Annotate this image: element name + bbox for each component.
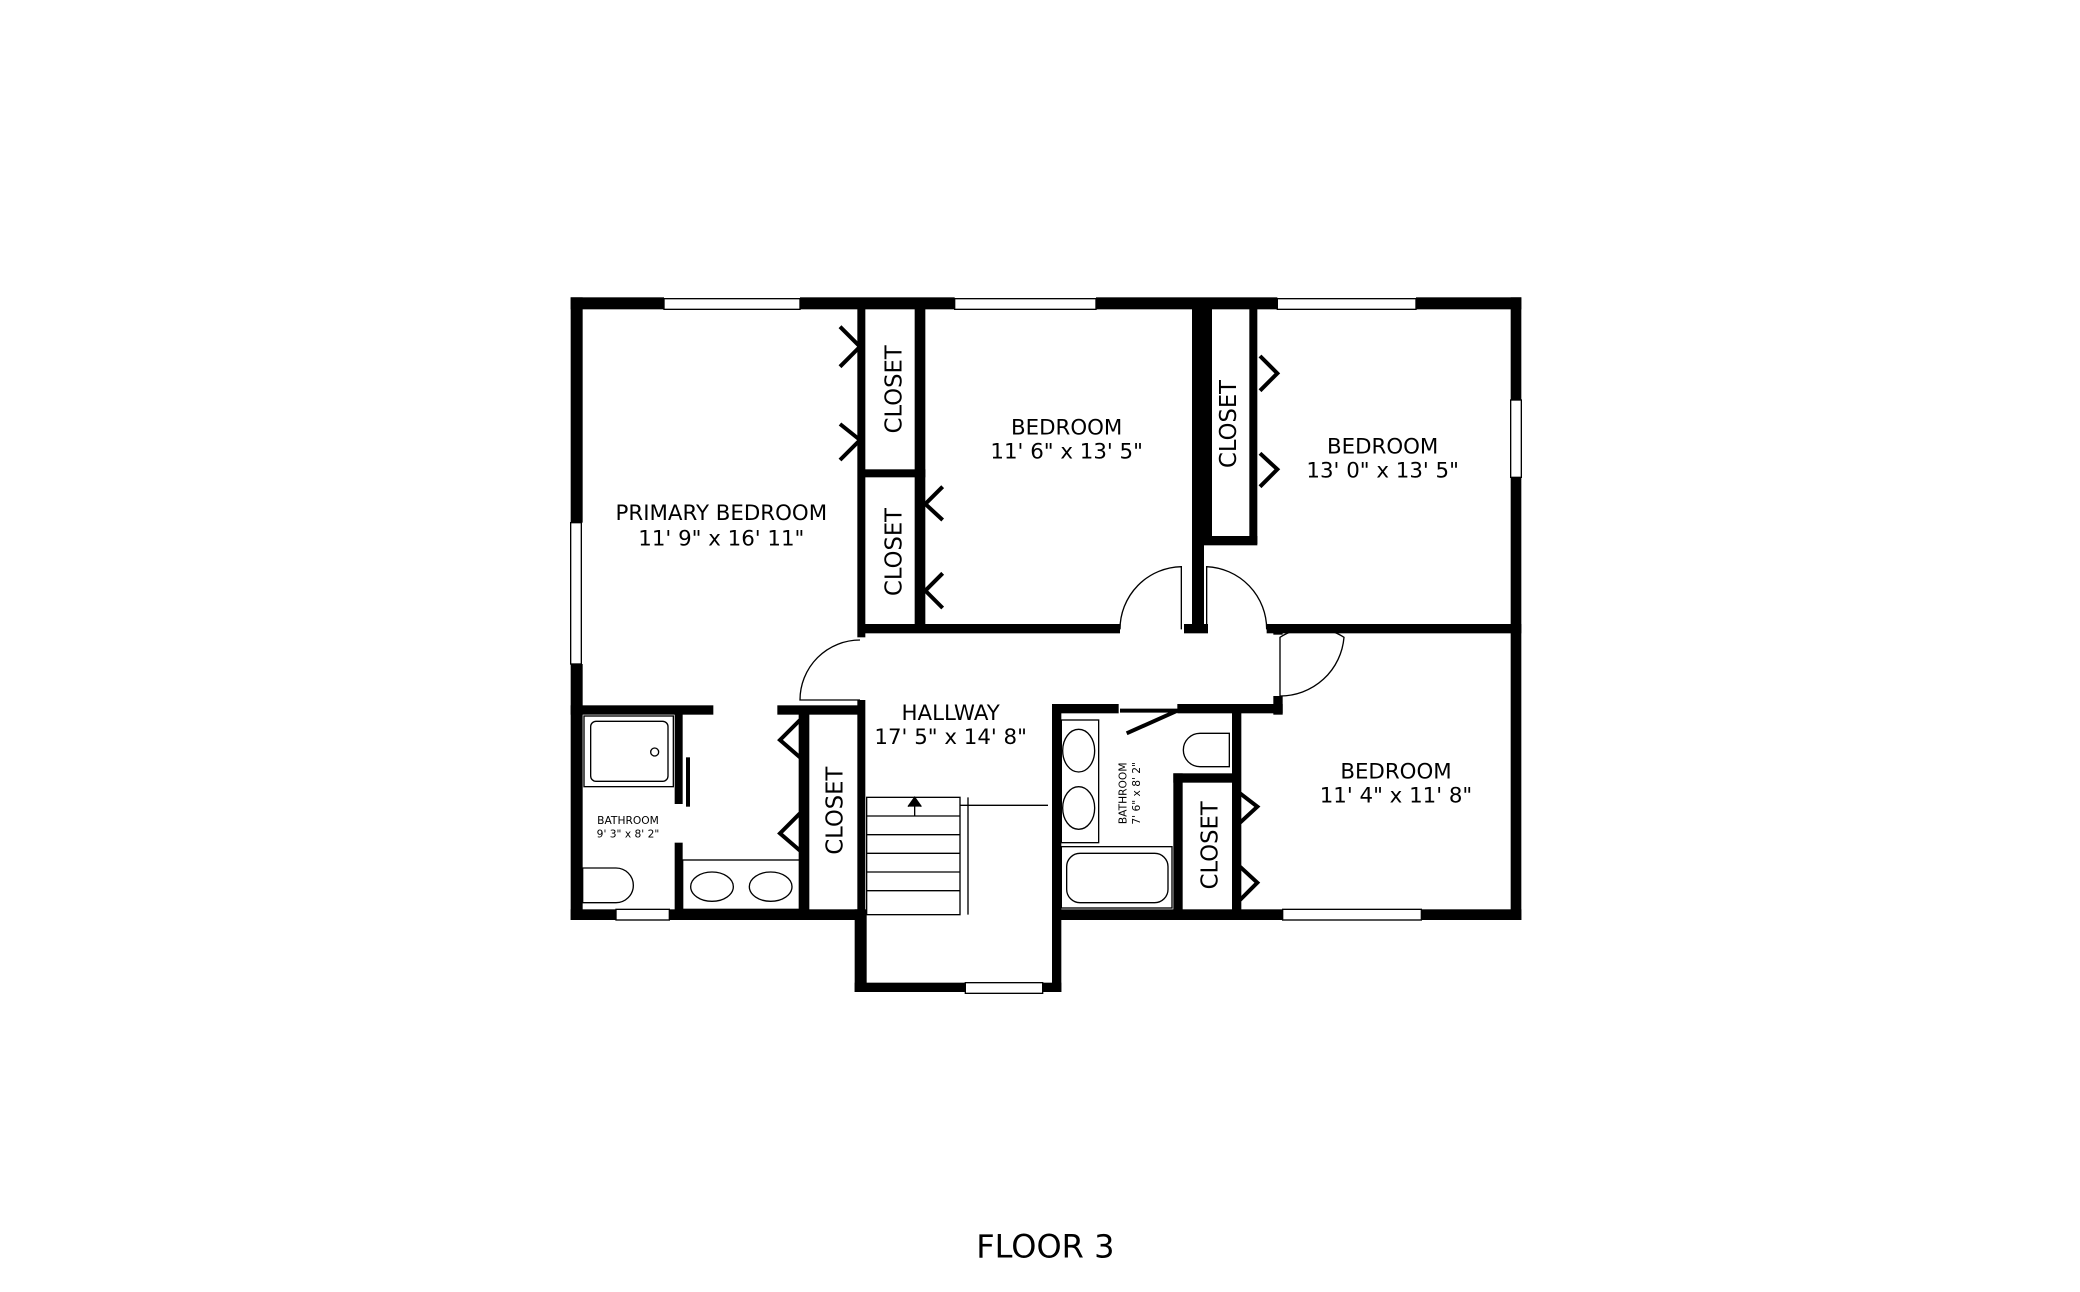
room-size-bathroom-1: 9' 3" x 8' 2": [597, 827, 660, 840]
closet-label: CLOSET: [1216, 380, 1242, 468]
windows: [570, 298, 1522, 994]
room-name-bathroom-2: BATHROOM: [1117, 762, 1130, 824]
room-name-hallway: HALLWAY: [902, 701, 1001, 726]
room-size-bedroom-1: 11' 6" x 13' 5": [990, 440, 1143, 465]
room-name-bedroom-1: BEDROOM: [1011, 416, 1122, 441]
room-size-bedroom-2: 13' 0" x 13' 5": [1306, 458, 1459, 483]
room-name-bedroom-3: BEDROOM: [1340, 760, 1451, 785]
closet-label: CLOSET: [1197, 801, 1223, 889]
room-name-bathroom-1: BATHROOM: [597, 814, 659, 827]
room-size-primary-bedroom: 11' 9" x 16' 11": [638, 526, 804, 551]
walls: [570, 297, 1522, 992]
fixtures: [582, 715, 1230, 916]
room-size-bathroom-2: 7' 6" x 8' 2": [1130, 762, 1143, 825]
floor-label: FLOOR 3: [976, 1227, 1114, 1265]
closet-label: CLOSET: [823, 767, 849, 855]
doors: [686, 325, 1345, 902]
room-size-hallway: 17' 5" x 14' 8": [874, 725, 1027, 750]
room-name-bedroom-2: BEDROOM: [1327, 434, 1438, 459]
closet-label: CLOSET: [881, 345, 907, 433]
room-size-bedroom-3: 11' 4" x 11' 8": [1320, 784, 1473, 809]
closet-label: CLOSET: [881, 508, 907, 596]
room-name-primary-bedroom: PRIMARY BEDROOM: [616, 501, 828, 526]
